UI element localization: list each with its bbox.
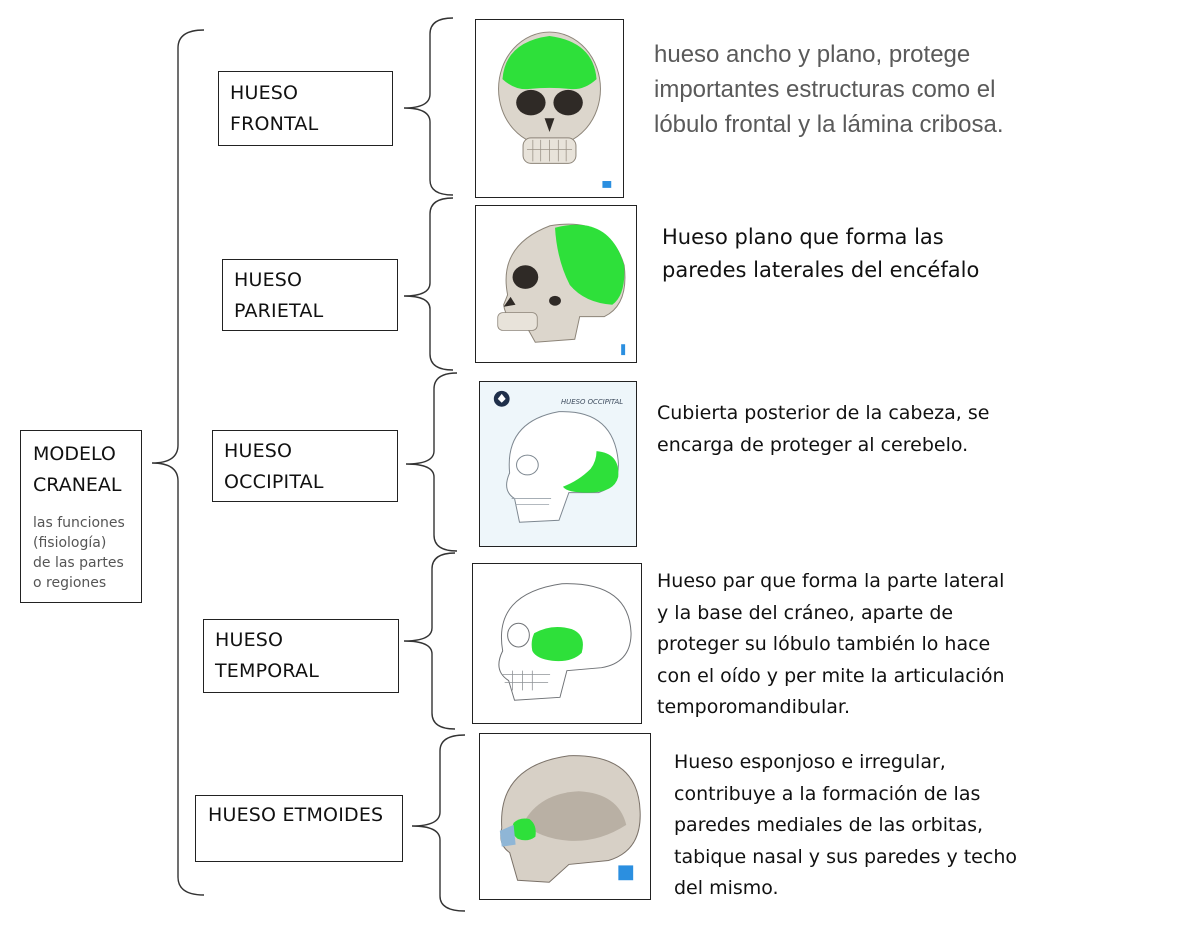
frontal-description: hueso ancho y plano, protege importantes… — [654, 41, 1004, 138]
ethmoid-bracket — [411, 734, 466, 912]
temporal-bracket — [403, 552, 456, 730]
frontal-bracket — [403, 17, 454, 196]
parietal-image — [475, 205, 637, 363]
frontal-label: HUESO FRONTAL — [230, 82, 319, 135]
ethmoid-description: Hueso esponjoso e irregular, contribuye … — [674, 751, 1017, 899]
temporal-label-box: HUESO TEMPORAL — [203, 619, 399, 693]
temporal-image — [472, 563, 642, 724]
ethmoid-label: HUESO ETMOIDES — [208, 804, 384, 826]
frontal-bone-skull-illustration — [498, 31, 612, 188]
temporal-label: HUESO TEMPORAL — [215, 629, 320, 682]
parietal-label-box: HUESO PARIETAL — [222, 259, 398, 331]
occipital-description: Cubierta posterior de la cabeza, se enca… — [657, 402, 990, 456]
occipital-label-box: HUESO OCCIPITAL — [212, 430, 398, 502]
occipital-label: HUESO OCCIPITAL — [224, 440, 324, 493]
ethmoid-image — [479, 733, 651, 900]
parietal-bone-skull-illustration — [497, 223, 626, 356]
parietal-description: Hueso plano que forma las paredes latera… — [662, 225, 980, 282]
root-title: MODELO CRANEAL — [33, 443, 122, 496]
occipital-image: HUESO OCCIPITAL — [479, 381, 637, 547]
ethmoid-bone-skull-illustration — [499, 755, 641, 883]
parietal-label: HUESO PARIETAL — [234, 269, 324, 322]
parietal-bracket — [403, 197, 454, 371]
ethmoid-label-box: HUESO ETMOIDES — [195, 795, 403, 862]
root-subtitle: las funciones (fisiología) de las partes… — [33, 515, 125, 591]
frontal-label-box: HUESO FRONTAL — [218, 71, 393, 146]
root-node-box: MODELO CRANEAL las funciones (fisiología… — [20, 430, 142, 603]
frontal-image — [475, 19, 624, 198]
occipital-bone-skull-illustration: HUESO OCCIPITAL — [480, 382, 636, 546]
occipital-bracket — [405, 372, 458, 552]
temporal-description: Hueso par que forma la parte lateral y l… — [657, 570, 1005, 718]
temporal-bone-skull-illustration — [498, 583, 632, 701]
occipital-image-caption: HUESO OCCIPITAL — [561, 398, 623, 406]
main-bracket — [151, 29, 205, 896]
